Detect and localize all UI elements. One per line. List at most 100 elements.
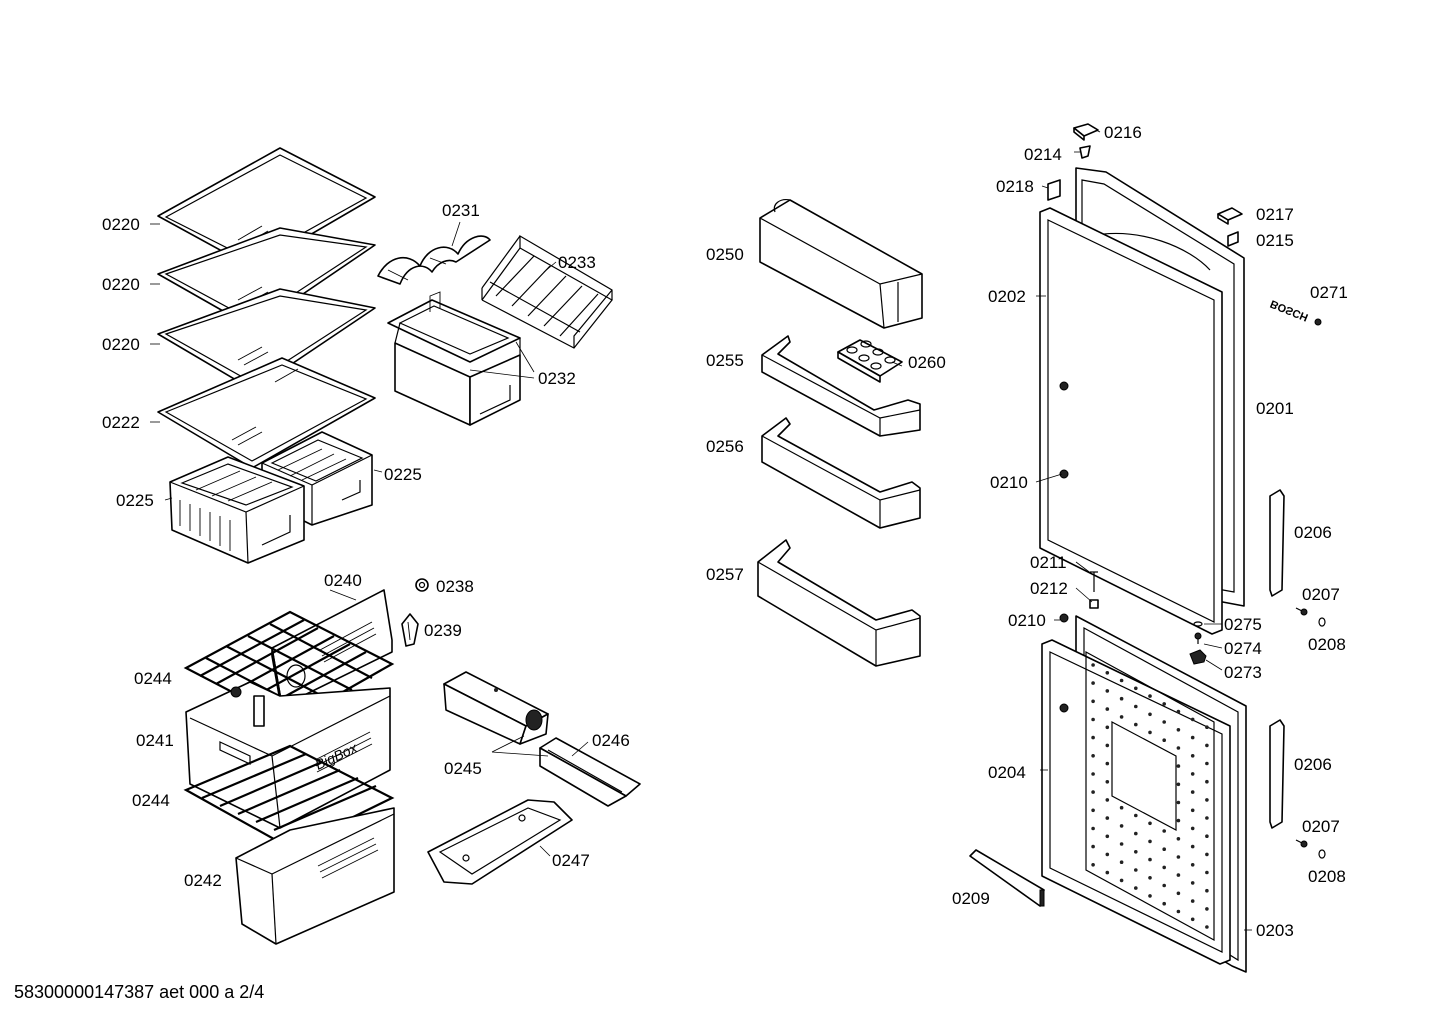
- liner-dot: [1091, 808, 1095, 813]
- crisper-drawer-0225-left: [169, 456, 305, 564]
- liner-dot: [1176, 746, 1181, 750]
- leader-lines: [150, 129, 1252, 931]
- label-0202: 0202: [988, 287, 1026, 306]
- ice-bucket-lid-0247: [427, 799, 573, 885]
- liner-dot: [1205, 779, 1209, 784]
- liner-dot: [1190, 772, 1195, 776]
- cap-0208-lower: [1318, 849, 1326, 859]
- liner-dot: [1091, 735, 1095, 740]
- label-0211: 0211: [1030, 553, 1067, 572]
- label-0275: 0275: [1224, 615, 1262, 634]
- liner-dot: [1205, 725, 1209, 729]
- ice-maker-0245: [443, 671, 549, 745]
- liner-dot: [1091, 826, 1095, 831]
- kickplate-0209: [969, 849, 1045, 907]
- label-0218: 0218: [996, 177, 1034, 196]
- label-0246: 0246: [592, 731, 630, 750]
- liner-dot: [1205, 888, 1209, 893]
- liner-dot: [1162, 847, 1166, 851]
- label-0206-lower: 0206: [1294, 755, 1332, 774]
- liner-dot: [1162, 720, 1166, 724]
- drawer-0241: [185, 681, 391, 829]
- label-0201: 0201: [1256, 399, 1294, 418]
- wire-grid-0244-lower: [183, 744, 395, 850]
- liner-dot: [1148, 730, 1152, 735]
- door-gasket-0202: [1039, 207, 1223, 635]
- door-liner-0203: [1085, 650, 1215, 942]
- liner-dot: [1176, 837, 1181, 841]
- hinge-pin-0214: [1079, 145, 1091, 159]
- liner-dot: [1162, 738, 1166, 742]
- liner-dot: [1091, 754, 1095, 758]
- label-0238: 0238: [436, 577, 474, 596]
- label-0214: 0214: [1024, 145, 1062, 164]
- label-0271: 0271: [1310, 283, 1348, 302]
- label-0203: 0203: [1256, 921, 1294, 940]
- hinge-cover-0216: [1073, 123, 1099, 141]
- liner-dot: [1105, 761, 1110, 766]
- label-0220-top: 0220: [102, 215, 140, 234]
- liner-dot: [1134, 850, 1138, 854]
- label-0216: 0216: [1104, 123, 1142, 142]
- liner-dot: [1162, 702, 1166, 706]
- liner-dot: [1205, 743, 1209, 748]
- label-0255: 0255: [706, 351, 744, 370]
- label-0250: 0250: [706, 245, 744, 264]
- door-shelf-0256: [761, 417, 921, 529]
- liner-dot: [1176, 800, 1181, 805]
- label-0256: 0256: [706, 437, 744, 456]
- label-0207-lower: 0207: [1302, 817, 1340, 836]
- liner-dot: [1190, 844, 1195, 849]
- liner-dot: [1105, 870, 1110, 875]
- hinge-pin-0211: [1090, 571, 1098, 592]
- liner-dot: [1176, 709, 1181, 714]
- label-0220-middle: 0220: [102, 275, 140, 294]
- liner-dot: [1176, 855, 1181, 859]
- liner-dot: [1190, 826, 1195, 831]
- drawer-0242: [235, 807, 395, 945]
- label-0274: 0274: [1224, 639, 1262, 658]
- washer-0275: [1193, 621, 1203, 627]
- liner-dot: [1134, 686, 1138, 691]
- liner-dot: [1134, 813, 1138, 818]
- label-0206-upper: 0206: [1294, 523, 1332, 542]
- liner-dot: [1119, 860, 1124, 864]
- cap-0208-upper: [1318, 617, 1326, 627]
- liner-dot: [1162, 901, 1166, 906]
- liner-dot: [1148, 894, 1152, 898]
- liner-dot: [1091, 717, 1095, 722]
- liner-dot: [1176, 873, 1181, 877]
- liner-dot: [1205, 907, 1209, 911]
- liner-dot: [1119, 842, 1124, 846]
- ice-tray-0246: [539, 737, 641, 807]
- liner-dot: [1091, 772, 1095, 776]
- liner-dot: [1105, 798, 1110, 802]
- label-0245: 0245: [444, 759, 482, 778]
- liner-dot: [1119, 696, 1124, 701]
- wire-rack-0233: [481, 234, 613, 349]
- door-shelf-0250: [759, 199, 923, 329]
- label-0242: 0242: [184, 871, 222, 890]
- liner-dot: [1190, 808, 1195, 813]
- label-0232: 0232: [538, 369, 576, 388]
- liner-dot: [1162, 865, 1166, 870]
- liner-dot: [1205, 834, 1209, 838]
- label-0212: 0212: [1030, 579, 1068, 598]
- label-0231: 0231: [442, 201, 480, 220]
- glass-shelf-0222: [157, 357, 376, 469]
- liner-dot: [1190, 917, 1195, 922]
- document-footer: 58300000147387 aet 000 a 2/4: [14, 982, 264, 1002]
- bosch-logo-text: BOSCH: [1269, 297, 1310, 323]
- liner-dot: [1190, 717, 1195, 722]
- liner-dot: [1162, 883, 1166, 888]
- clip-0239: [401, 613, 419, 647]
- liner-dot: [1105, 671, 1110, 675]
- door-handle-0206-upper: [1269, 489, 1285, 597]
- glass-shelf-0220-lower: [157, 288, 376, 391]
- liner-dot: [1105, 725, 1110, 730]
- liner-dot: [1119, 715, 1124, 719]
- liner-dot: [1176, 818, 1181, 823]
- door-handle-0206-lower: [1269, 719, 1285, 829]
- liner-dot: [1105, 707, 1110, 711]
- liner-dot: [1091, 699, 1095, 704]
